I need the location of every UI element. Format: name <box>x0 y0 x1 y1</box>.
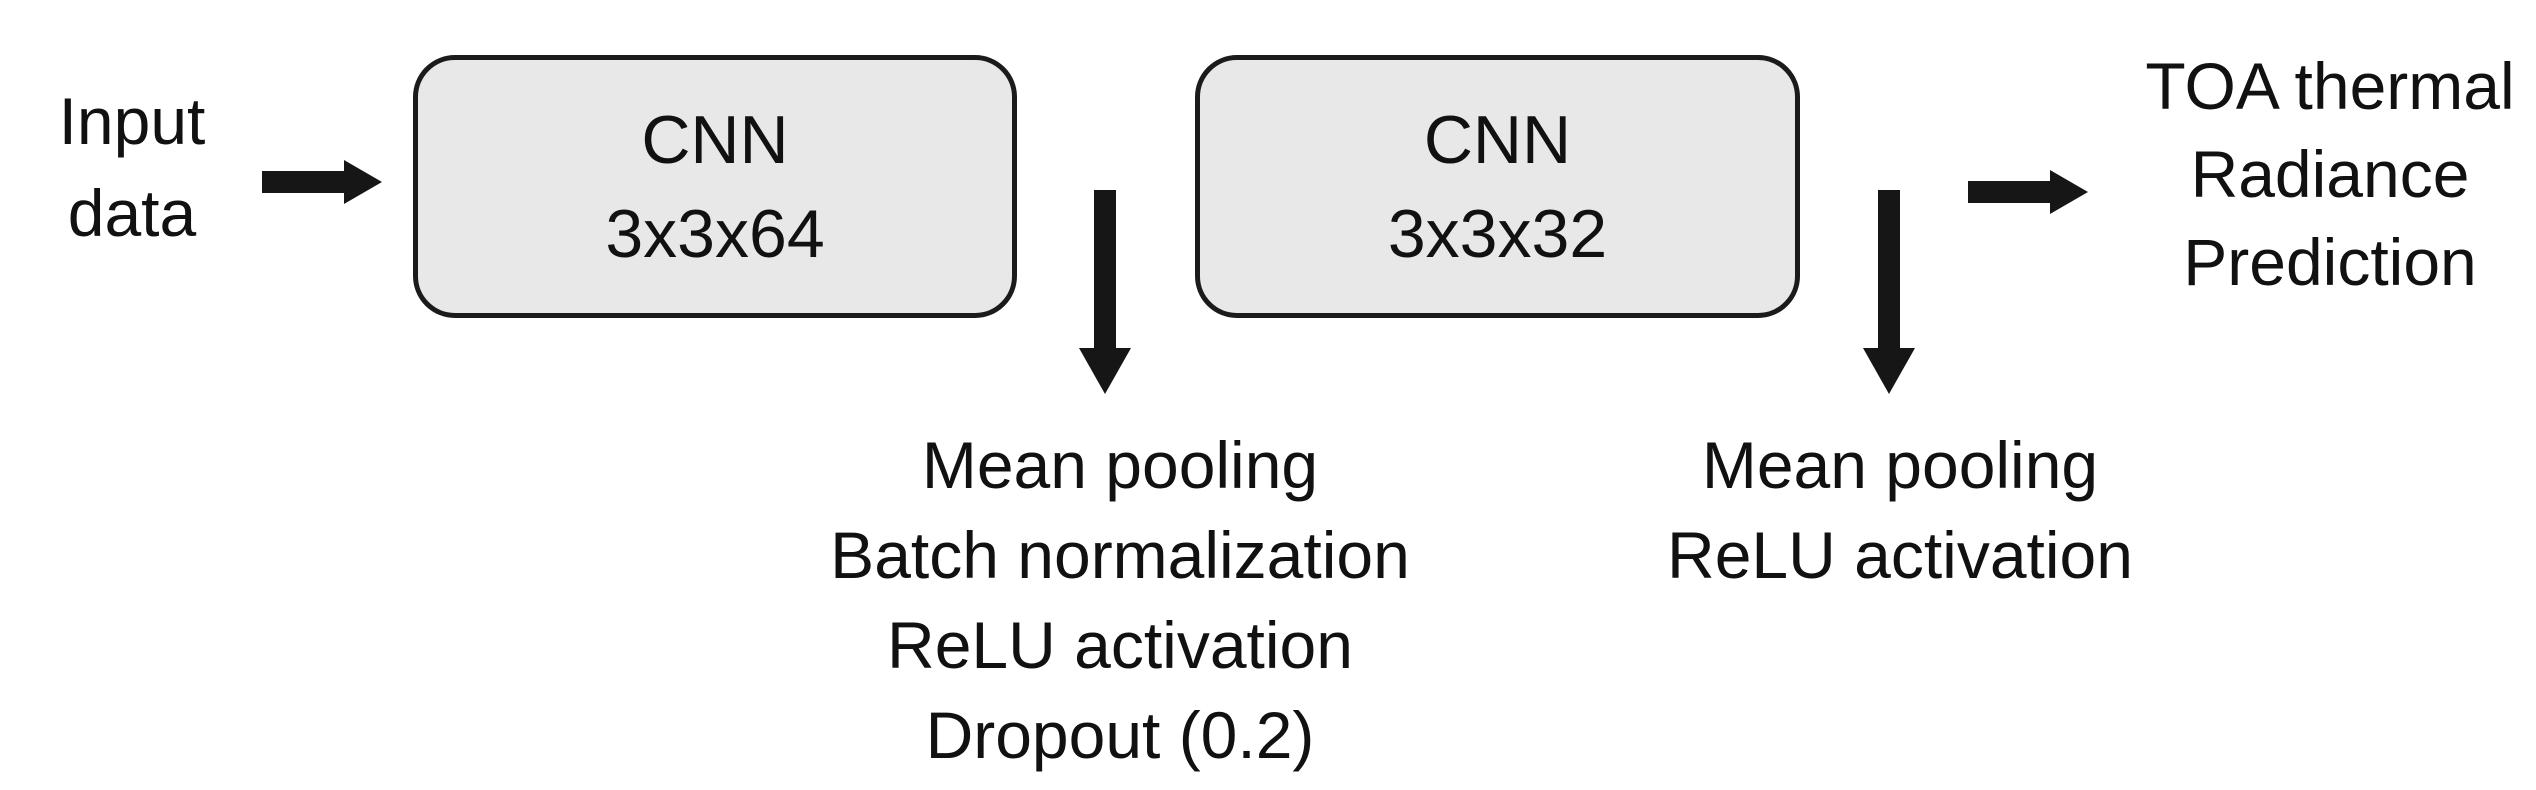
arrow-shaft <box>1968 181 2052 203</box>
cnn-block-1: CNN 3x3x64 <box>413 55 1017 318</box>
cnn2-to-output-arrow-icon <box>1968 170 2090 214</box>
arrow-shaft <box>262 171 346 193</box>
cnn-block-2-ops-label: Mean pooling ReLU activation <box>1667 428 2133 592</box>
output-prediction-label: TOA thermal Radiance Prediction <box>2145 49 2515 299</box>
cnn-block-2-kernel: 3x3x32 <box>1387 195 1608 272</box>
cnn-block-1-kernel: 3x3x64 <box>605 195 825 272</box>
input-to-cnn1-arrow-icon <box>262 160 384 204</box>
cnn2-down-arrow-icon <box>1863 190 1915 395</box>
arrow-shaft <box>1878 190 1900 350</box>
cnn-block-1-ops-label: Mean pooling Batch normalization ReLU ac… <box>830 428 1410 772</box>
input-data-label: Input data <box>58 84 206 250</box>
arrow-shaft <box>1094 190 1116 350</box>
cnn-block-1-title: CNN <box>641 101 789 178</box>
arrow-head <box>1079 348 1131 394</box>
cnn-block-2-title: CNN <box>1423 101 1572 178</box>
arrow-head <box>1863 348 1915 394</box>
cnn1-down-arrow-icon <box>1079 190 1131 395</box>
arrow-head <box>2050 170 2088 214</box>
cnn-block-2: CNN 3x3x32 <box>1195 55 1800 318</box>
arrow-head <box>344 160 382 204</box>
